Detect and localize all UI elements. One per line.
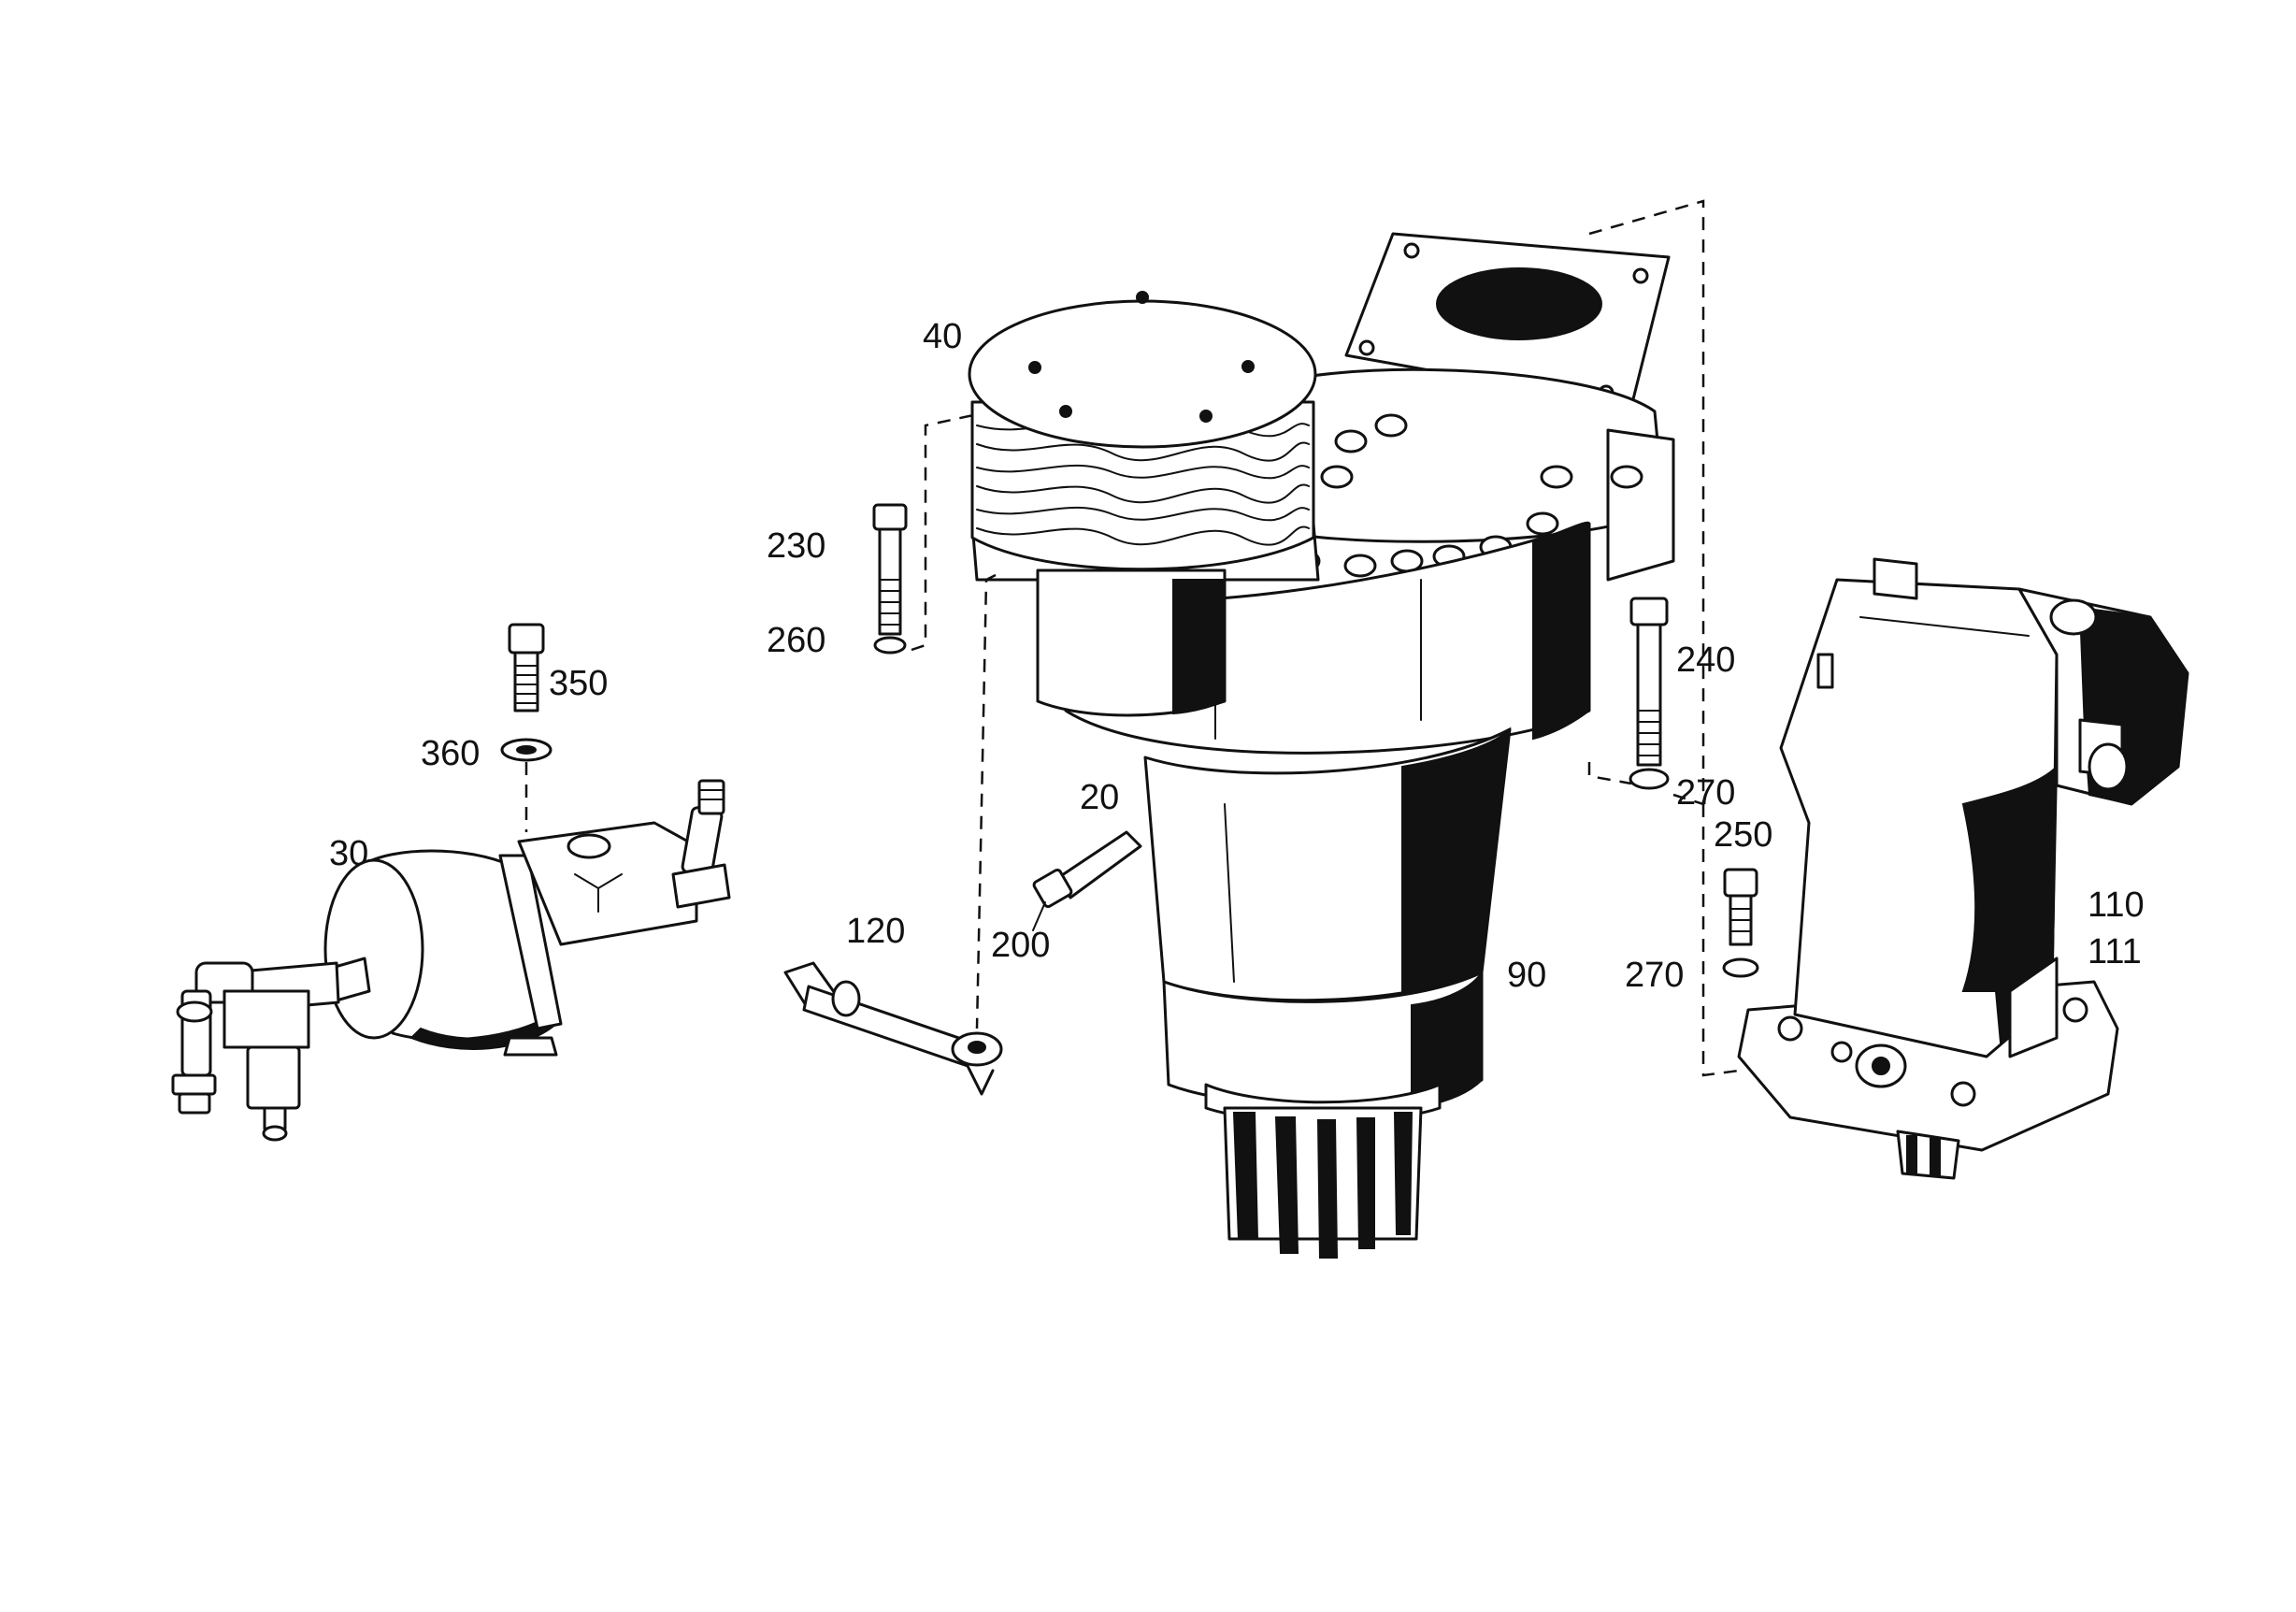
housing-bolt-heads xyxy=(1287,413,1643,578)
callout-240: 240 xyxy=(1676,640,1735,680)
bolt-250 xyxy=(1723,868,1758,946)
part-40-drum xyxy=(968,291,1320,717)
bolt-230 xyxy=(872,503,908,636)
part-110-hydraulic-motor xyxy=(1737,557,2189,1180)
callout-250: 250 xyxy=(1714,815,1772,855)
part-20-fitting xyxy=(1032,830,1142,909)
bolt-350 xyxy=(508,623,545,712)
callout-260: 260 xyxy=(767,621,825,660)
output-shaft xyxy=(1223,1106,1423,1259)
callout-350: 350 xyxy=(549,664,608,703)
callout-120: 120 xyxy=(846,912,905,951)
part-120-pipe xyxy=(783,961,1003,1096)
callout-labels: 40 230 260 240 270 250 270 110 111 90 20… xyxy=(329,317,2145,995)
callout-111: 111 xyxy=(2088,932,2142,972)
callout-270-lower: 270 xyxy=(1625,956,1684,995)
washer-270-lower xyxy=(1722,957,1759,978)
callout-230: 230 xyxy=(767,526,825,566)
washer-260 xyxy=(873,636,907,655)
callout-110: 110 xyxy=(2088,885,2145,925)
drum-coils xyxy=(976,422,1310,546)
washer-270-upper xyxy=(1629,768,1670,790)
callout-360: 360 xyxy=(421,734,480,773)
callout-270-upper: 270 xyxy=(1676,773,1735,813)
callout-40: 40 xyxy=(923,317,962,356)
callout-20: 20 xyxy=(1080,778,1119,817)
part-30-filter-assembly xyxy=(171,623,731,1142)
callout-30: 30 xyxy=(329,834,368,873)
callout-90: 90 xyxy=(1507,956,1546,995)
callout-200: 200 xyxy=(991,926,1050,965)
bolt-240 xyxy=(1629,597,1669,767)
